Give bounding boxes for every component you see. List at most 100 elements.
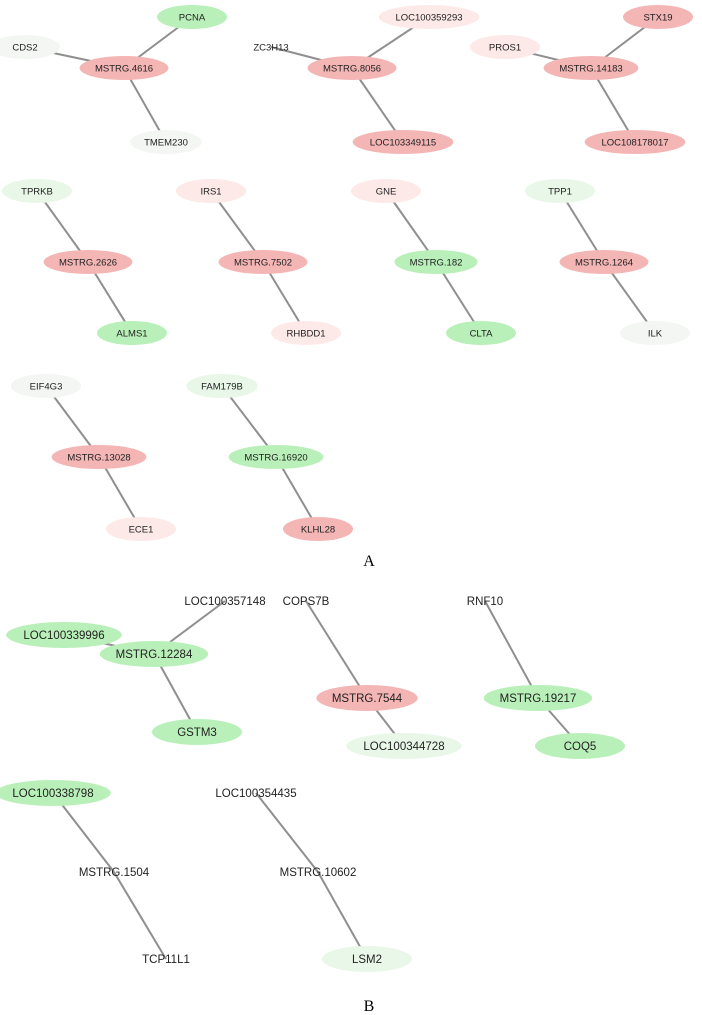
node-ellipse xyxy=(228,445,324,469)
node-label: LOC100344728 xyxy=(363,741,444,753)
edge-mstrg-1264-ilk xyxy=(603,261,656,334)
gene-node-klhl28: KLHL28 xyxy=(283,517,353,541)
node-label: MSTRG.4616 xyxy=(95,63,153,74)
node-label: ALMS1 xyxy=(116,328,147,339)
gene-node-tcp11l1: TCP11L1 xyxy=(142,954,190,966)
node-ellipse xyxy=(97,321,167,345)
node-label: LOC100359293 xyxy=(395,12,462,23)
node-label: MSTRG.182 xyxy=(410,257,463,268)
node-label: CDS2 xyxy=(12,42,37,53)
node-label: MSTRG.7544 xyxy=(332,693,403,705)
node-ellipse xyxy=(2,179,72,203)
node-label: COPS7B xyxy=(283,596,330,608)
hub-node-mstrg-12284: MSTRG.12284 xyxy=(99,641,209,667)
gene-node-loc100338798: LOC100338798 xyxy=(0,780,111,806)
node-ellipse xyxy=(79,56,169,80)
node-label: LOC100357148 xyxy=(184,596,265,608)
node-ellipse xyxy=(623,5,693,29)
edge-mstrg-182-gne xyxy=(385,190,437,263)
node-ellipse xyxy=(322,946,412,972)
node-label: MSTRG.12284 xyxy=(116,649,193,661)
gene-node-tprkb: TPRKB xyxy=(2,179,72,203)
node-label: MSTRG.8056 xyxy=(323,63,381,74)
gene-node-alms1: ALMS1 xyxy=(97,321,167,345)
hub-node-mstrg-7544: MSTRG.7544 xyxy=(316,685,418,711)
node-ellipse xyxy=(620,321,690,345)
node-label: LOC103349115 xyxy=(370,137,436,148)
node-ellipse xyxy=(470,35,540,59)
edge-mstrg-7502-irs1 xyxy=(210,190,264,263)
edge-mstrg-10602-lsm2 xyxy=(317,871,368,960)
node-ellipse xyxy=(130,130,202,154)
hub-node-mstrg-4616: MSTRG.4616 xyxy=(79,56,169,80)
edge-mstrg-12284-gstm3 xyxy=(153,653,198,733)
gene-node-cops7b: COPS7B xyxy=(283,596,330,608)
node-ellipse xyxy=(283,517,353,541)
node-label: IRS1 xyxy=(200,186,221,197)
edge-mstrg-1504-tcp11l1 xyxy=(113,871,167,960)
node-ellipse xyxy=(559,250,649,274)
node-label: CLTA xyxy=(470,328,494,339)
node-ellipse xyxy=(6,622,122,648)
hub-node-mstrg-1264: MSTRG.1264 xyxy=(559,250,649,274)
node-label: TCP11L1 xyxy=(142,954,190,966)
node-label: EIF4G3 xyxy=(30,381,63,392)
node-label: LOC100338798 xyxy=(12,788,93,800)
node-ellipse xyxy=(307,56,397,80)
node-ellipse xyxy=(176,179,246,203)
node-ellipse xyxy=(218,250,308,274)
node-label: FAM179B xyxy=(201,381,243,392)
node-label: GSTM3 xyxy=(177,727,217,739)
edge-mstrg-19217-rnf10 xyxy=(484,600,539,699)
edge-mstrg-182-clta xyxy=(435,261,482,334)
gene-node-tpp1: TPP1 xyxy=(525,179,595,203)
node-label: LOC100339996 xyxy=(23,630,104,642)
gene-node-zc3h13: ZC3H13 xyxy=(253,42,288,53)
edge-mstrg-1504-loc100338798 xyxy=(52,792,115,873)
node-label: KLHL28 xyxy=(301,524,335,535)
gene-node-tmem230: TMEM230 xyxy=(130,130,202,154)
node-ellipse xyxy=(11,374,81,398)
node-ellipse xyxy=(316,685,418,711)
gene-node-loc100339996: LOC100339996 xyxy=(6,622,122,648)
node-ellipse xyxy=(378,5,480,29)
node-ellipse xyxy=(0,780,111,806)
node-label: TPP1 xyxy=(548,186,572,197)
edge-layer xyxy=(24,16,659,960)
gene-node-loc100344728: LOC100344728 xyxy=(346,733,462,759)
gene-node-rhbdd1: RHBDD1 xyxy=(271,321,341,345)
gene-node-eif4g3: EIF4G3 xyxy=(11,374,81,398)
node-label: RNF10 xyxy=(467,596,503,608)
node-layer: PCNACDS2TMEM230MSTRG.4616LOC100359293ZC3… xyxy=(0,5,693,972)
hub-node-mstrg-19217: MSTRG.19217 xyxy=(483,685,593,711)
node-label: MSTRG.2626 xyxy=(59,257,117,268)
gene-node-loc100354435: LOC100354435 xyxy=(215,788,296,800)
node-ellipse xyxy=(394,250,478,274)
edge-mstrg-8056-loc103349115 xyxy=(351,67,404,143)
hub-node-mstrg-16920: MSTRG.16920 xyxy=(228,445,324,469)
gene-node-irs1: IRS1 xyxy=(176,179,246,203)
node-label: TMEM230 xyxy=(144,137,188,148)
gene-node-coq5: COQ5 xyxy=(535,733,625,759)
hub-node-mstrg-7502: MSTRG.7502 xyxy=(218,250,308,274)
gene-node-cds2: CDS2 xyxy=(0,35,60,59)
node-label: LOC108178017 xyxy=(601,137,668,148)
node-label: LOC100354435 xyxy=(215,788,296,800)
node-ellipse xyxy=(271,321,341,345)
node-ellipse xyxy=(543,56,639,80)
edge-mstrg-16920-klhl28 xyxy=(275,456,319,530)
edge-mstrg-14183-loc108178017 xyxy=(590,67,636,143)
node-label: MSTRG.7502 xyxy=(234,257,292,268)
hub-node-mstrg-8056: MSTRG.8056 xyxy=(307,56,397,80)
gene-node-loc100357148: LOC100357148 xyxy=(184,596,265,608)
gene-node-ilk: ILK xyxy=(620,321,690,345)
edge-mstrg-13028-eif4g3 xyxy=(45,385,100,458)
gene-node-gstm3: GSTM3 xyxy=(152,719,242,745)
node-label: COQ5 xyxy=(564,741,597,753)
gene-node-rnf10: RNF10 xyxy=(467,596,503,608)
node-ellipse xyxy=(483,685,593,711)
node-ellipse xyxy=(43,250,133,274)
node-label: RHBDD1 xyxy=(286,328,325,339)
gene-node-gne: GNE xyxy=(351,179,421,203)
gene-node-lsm2: LSM2 xyxy=(322,946,412,972)
